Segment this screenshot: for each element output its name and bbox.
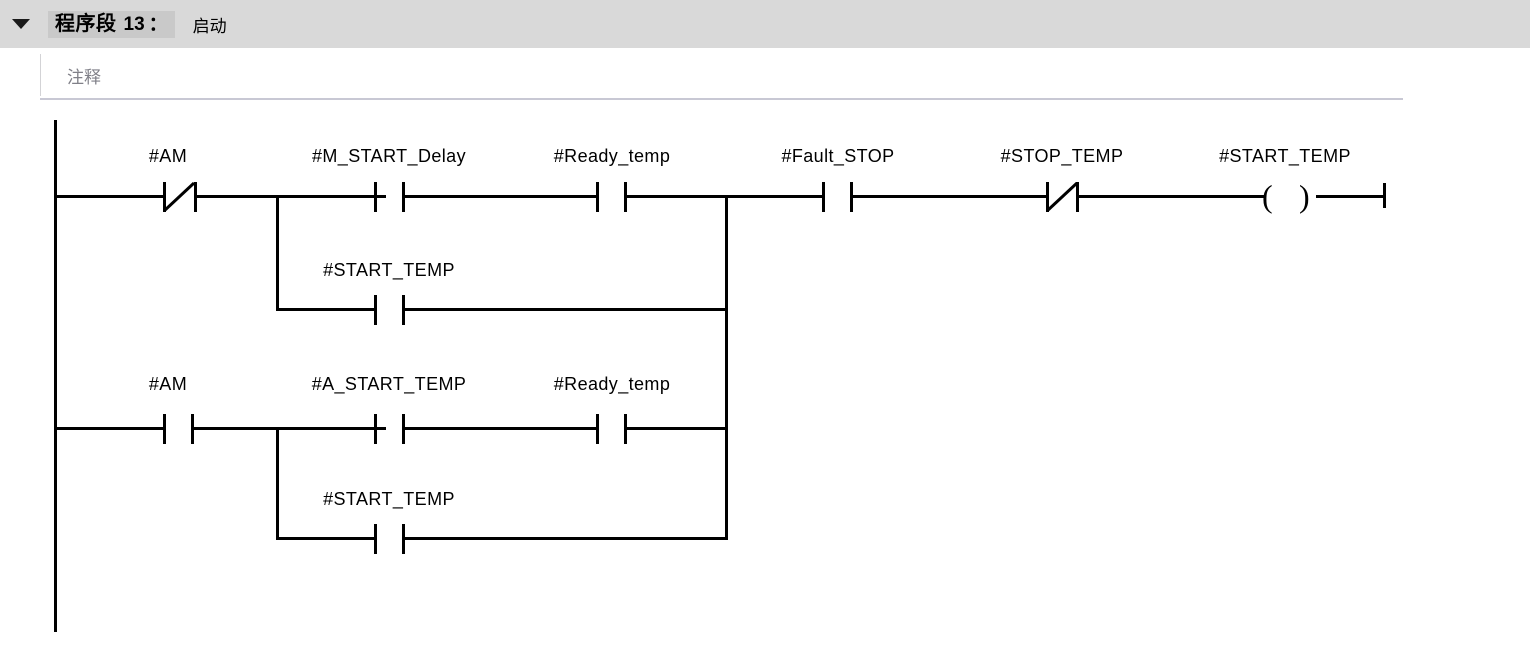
contact-no-left-bar-ready-temp-2[interactable] — [596, 414, 599, 444]
contact-nc-right-bar-stop-temp[interactable] — [1076, 182, 1079, 212]
network-colon: ： — [148, 13, 168, 35]
branch2-wire-segment — [276, 537, 376, 540]
network-number: 13 — [123, 13, 145, 35]
network-label: 程序段 — [55, 12, 117, 35]
contact-no-left-bar-am-2[interactable] — [163, 414, 166, 444]
operand-label-am-1[interactable]: #AM — [148, 146, 188, 166]
operand-label-start-temp-seal-2[interactable]: #START_TEMP — [323, 489, 455, 509]
rung1-wire-segment — [196, 195, 386, 198]
operand-label-a-start-temp[interactable]: #A_START_TEMP — [311, 374, 467, 394]
network-comment-row: 注释 — [40, 54, 1403, 100]
branch1-wire-segment — [276, 308, 376, 311]
coil-right-paren-start-temp[interactable]: ) — [1299, 178, 1310, 214]
branch1-wire-segment — [404, 308, 726, 311]
operand-label-m-start-delay[interactable]: #M_START_Delay — [312, 146, 466, 166]
rung1-wire-segment — [1316, 195, 1386, 198]
right-rail-terminator — [1383, 183, 1386, 208]
left-power-rail — [54, 120, 57, 632]
comment-placeholder-text: 注释 — [67, 67, 101, 87]
rung1-wire-segment — [54, 195, 164, 198]
network-title-text[interactable]: 启动 — [192, 16, 227, 36]
contact-no-left-bar-start-temp-seal-1[interactable] — [374, 295, 377, 325]
rung2-wire-segment — [626, 427, 726, 430]
network-header-bar: 程序段 13 ： 启动 — [0, 0, 1530, 48]
coil-left-paren-start-temp[interactable]: ( — [1262, 178, 1273, 214]
operand-label-am-2[interactable]: #AM — [148, 374, 188, 394]
contact-no-right-bar-start-temp-seal-1[interactable] — [402, 295, 405, 325]
operand-label-fault-stop[interactable]: #Fault_STOP — [781, 146, 895, 166]
rung2-wire-segment — [54, 427, 164, 430]
operand-label-start-temp-seal-1[interactable]: #START_TEMP — [323, 260, 455, 280]
operand-label-stop-temp[interactable]: #STOP_TEMP — [1000, 146, 1124, 166]
rung1-wire-segment — [404, 195, 596, 198]
contact-no-left-bar-fault-stop[interactable] — [822, 182, 825, 212]
comment-separator — [40, 98, 1403, 100]
contact-nc-slash-stop-temp — [1045, 182, 1079, 212]
rung1-wire-segment — [626, 195, 823, 198]
contact-no-right-bar-fault-stop[interactable] — [850, 182, 853, 212]
contact-nc-left-bar-stop-temp[interactable] — [1046, 182, 1049, 212]
contact-no-right-bar-ready-temp-2[interactable] — [624, 414, 627, 444]
contact-no-right-bar-a-start-temp[interactable] — [402, 414, 405, 444]
chevron-down-icon[interactable] — [12, 19, 30, 29]
contact-nc-slash-am-1 — [162, 182, 196, 212]
contact-no-right-bar-start-temp-seal-2[interactable] — [402, 524, 405, 554]
contact-no-left-bar-a-start-temp[interactable] — [374, 414, 377, 444]
operand-label-ready-temp-1[interactable]: #Ready_temp — [553, 146, 671, 166]
comment-input[interactable]: 注释 — [40, 54, 1400, 96]
branch2-down-connector — [276, 427, 279, 540]
contact-nc-left-bar-am-1[interactable] — [163, 182, 166, 212]
rung1-wire-segment — [1078, 195, 1264, 198]
branch-merge-connector — [725, 195, 728, 540]
branch2-wire-segment — [404, 537, 728, 540]
branch1-down-connector — [276, 195, 279, 311]
contact-no-left-bar-m-start-delay[interactable] — [374, 182, 377, 212]
rung2-wire-segment — [193, 427, 386, 430]
contact-no-right-bar-m-start-delay[interactable] — [402, 182, 405, 212]
operand-label-start-temp-coil[interactable]: #START_TEMP — [1219, 146, 1351, 166]
rung2-wire-segment — [404, 427, 596, 430]
contact-no-right-bar-am-2[interactable] — [191, 414, 194, 444]
contact-no-right-bar-ready-temp-1[interactable] — [624, 182, 627, 212]
operand-label-ready-temp-2[interactable]: #Ready_temp — [553, 374, 671, 394]
contact-nc-right-bar-am-1[interactable] — [194, 182, 197, 212]
contact-no-left-bar-start-temp-seal-2[interactable] — [374, 524, 377, 554]
contact-no-left-bar-ready-temp-1[interactable] — [596, 182, 599, 212]
rung1-wire-segment — [852, 195, 1047, 198]
network-title-chip[interactable]: 程序段 13 ： — [48, 10, 175, 38]
